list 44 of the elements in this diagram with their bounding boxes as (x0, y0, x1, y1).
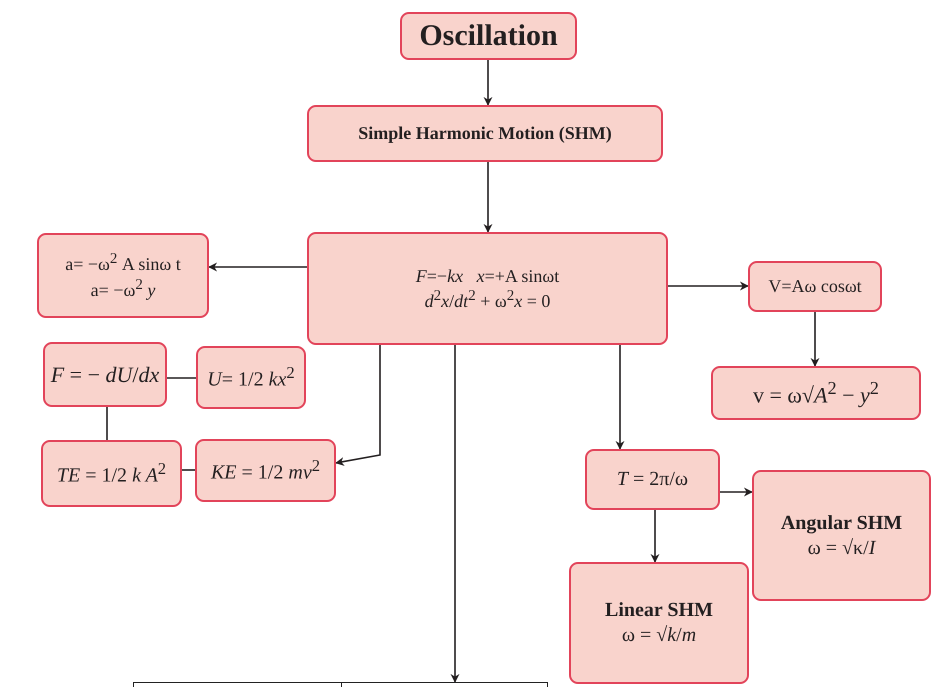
formula: d$^{2}$x/dt$^{2}$ + ω$^{2}$x = 0 (424, 287, 550, 312)
arrow (668, 282, 749, 290)
arrow (650, 510, 660, 563)
formula: F = − dU/dx (50, 360, 160, 388)
connector-line (167, 377, 196, 379)
formula-box (196, 346, 306, 409)
formula-box (41, 440, 182, 507)
formula-box (748, 261, 882, 312)
formula: F=−kx x=+A sinωt (416, 264, 560, 287)
formula-box (400, 12, 577, 60)
formula-box (43, 342, 167, 407)
arrow (616, 345, 624, 450)
formula: a= −ω$^{2}$ A sinω t (65, 250, 181, 276)
connector-line (106, 407, 108, 440)
formula-box (711, 366, 921, 420)
formula-box (569, 562, 749, 684)
heading: Linear SHM (605, 598, 713, 623)
arrow (484, 162, 492, 233)
table-outline (133, 682, 548, 687)
arrow (450, 345, 460, 683)
formula-box (307, 232, 668, 345)
formula: ω = √k/m (622, 623, 696, 648)
formula: Simple Harmonic Motion (SHM) (358, 122, 612, 145)
formula: TE = 1/2 k A$^{2}$ (56, 458, 166, 488)
formula-box (195, 439, 336, 502)
arrow (208, 262, 307, 272)
formula: Oscillation (419, 18, 558, 54)
heading: Angular SHM (780, 510, 902, 536)
formula: U= 1/2 kx$^{2}$ (207, 362, 295, 392)
formula: a= −ω$^{2}$ y (90, 276, 156, 301)
formula: V=Aω cosωt (768, 275, 862, 298)
formula-box (307, 105, 663, 162)
formula: v = ω√A$^{2}$ − y$^{2}$ (753, 377, 879, 409)
formula: T = 2π/ω (616, 467, 688, 492)
arrow (335, 345, 381, 466)
connector-line (182, 469, 195, 471)
formula: ω = √κ/I (808, 536, 876, 560)
formula-box (752, 470, 931, 601)
arrow (810, 312, 820, 367)
formula-box (37, 233, 209, 318)
arrow (720, 488, 753, 496)
arrow (484, 60, 492, 106)
formula-box (585, 449, 720, 510)
formula: KE = 1/2 mv$^{2}$ (210, 456, 320, 486)
